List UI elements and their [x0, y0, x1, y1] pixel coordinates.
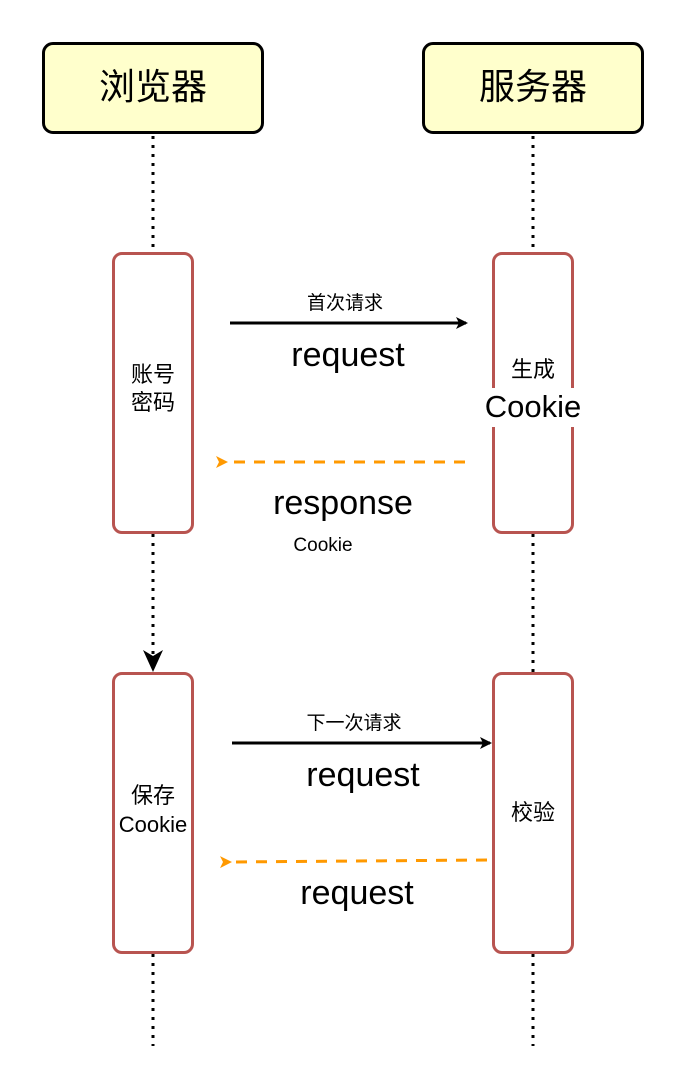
response-cookie-label: Cookie	[293, 535, 353, 556]
response-label: response	[273, 484, 413, 522]
save-cookie-label: Cookie	[118, 811, 188, 837]
server-participant: 服务器	[422, 42, 644, 134]
next-request-label: request	[306, 756, 420, 794]
return-request-label: request	[300, 874, 414, 912]
browser-participant: 浏览器	[42, 42, 264, 134]
next-request-caption: 下一次请求	[306, 712, 402, 734]
return-request-arrow	[219, 856, 488, 869]
server-activation-verify	[492, 672, 574, 954]
save-label: 保存	[130, 784, 176, 809]
account-password-text: 账号 密码	[131, 362, 175, 417]
generate-cookie-name: Cookie	[484, 388, 582, 427]
first-request-label: request	[291, 336, 405, 374]
server-participant-label: 服务器	[478, 67, 587, 108]
browser-activation-login	[112, 252, 194, 534]
account-label: 账号	[130, 363, 176, 388]
generate-label: 生成	[510, 358, 556, 383]
generate-cookie-text: 生成	[511, 357, 555, 385]
browser-participant-label: 浏览器	[98, 67, 207, 108]
first-request-caption: 首次请求	[306, 292, 384, 314]
save-cookie-text: 保存 Cookie	[118, 783, 188, 838]
verify-text: 校验	[510, 801, 556, 826]
lifeline-arrowhead	[143, 650, 163, 672]
password-label: 密码	[130, 390, 176, 416]
